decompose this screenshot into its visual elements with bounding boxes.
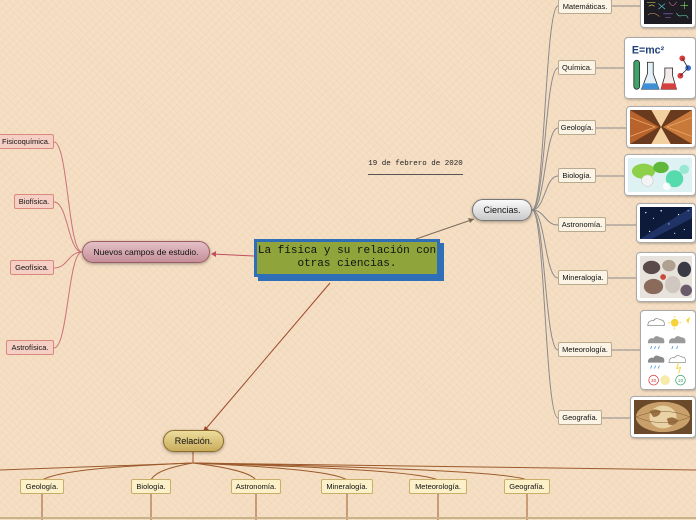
- math-formulas-image: [640, 0, 696, 28]
- rock-canyon-image: [626, 106, 696, 148]
- chemistry-formula-text: E=mc²: [632, 45, 665, 57]
- minerals-collection-image: [636, 252, 696, 302]
- subtopic-matematicas[interactable]: Matemáticas.: [558, 0, 612, 14]
- nuevos-branches: [54, 142, 82, 348]
- subtopic-biologia[interactable]: Biología.: [558, 168, 596, 183]
- world-map-image: [630, 396, 696, 438]
- topic-nuevos-campos[interactable]: Nuevos campos de estudio.: [82, 241, 210, 263]
- subtopic-geografia[interactable]: Geografía.: [558, 410, 602, 425]
- plant-cells-image: [624, 154, 696, 196]
- link-central-relacion: [204, 283, 330, 431]
- subtopic-fisicoquimica[interactable]: Fisicoquímica.: [0, 134, 54, 149]
- central-topic[interactable]: La física y su relación con otras cienci…: [254, 239, 440, 277]
- subtopic-geologia[interactable]: Geología.: [558, 120, 596, 135]
- link-central-nuevos: [212, 254, 254, 256]
- subtopic-quimica[interactable]: Química.: [558, 60, 596, 75]
- night-sky-image: [636, 203, 696, 243]
- subtopic-meteorologia[interactable]: Meteorología.: [558, 342, 612, 357]
- subtopic-relacion-geologia[interactable]: Geología.: [20, 479, 64, 494]
- weather-icons-image: 30 10: [640, 310, 696, 390]
- date-label: 19 de febrero de 2020: [368, 157, 463, 175]
- link-central-ciencias: [416, 219, 474, 239]
- topic-ciencias[interactable]: Ciencias.: [472, 199, 532, 221]
- subtopic-relacion-meteorologia[interactable]: Meteorología.: [409, 479, 467, 494]
- subtopic-relacion-mineralogia[interactable]: Mineralogía.: [321, 479, 373, 494]
- subtopic-mineralogia[interactable]: Mineralogía.: [558, 270, 608, 285]
- weather-temperature-low: 10: [678, 378, 684, 384]
- subtopic-relacion-astronomia[interactable]: Astronomía.: [231, 479, 281, 494]
- subtopic-biofisica[interactable]: Biofísica.: [14, 194, 54, 209]
- chemistry-flasks-image: E=mc²: [624, 37, 696, 99]
- weather-temperature-high: 30: [651, 378, 657, 384]
- topic-relacion[interactable]: Relación.: [163, 430, 224, 452]
- arrowhead-nuevos: [211, 251, 216, 257]
- subtopic-astrofisica[interactable]: Astrofísica.: [6, 340, 54, 355]
- subtopic-geofisica[interactable]: Geofísica.: [10, 260, 54, 275]
- subtopic-relacion-biologia[interactable]: Biología.: [131, 479, 171, 494]
- subtopic-relacion-geografia[interactable]: Geografía.: [504, 479, 550, 494]
- subtopic-astronomia[interactable]: Astronomía.: [558, 217, 606, 232]
